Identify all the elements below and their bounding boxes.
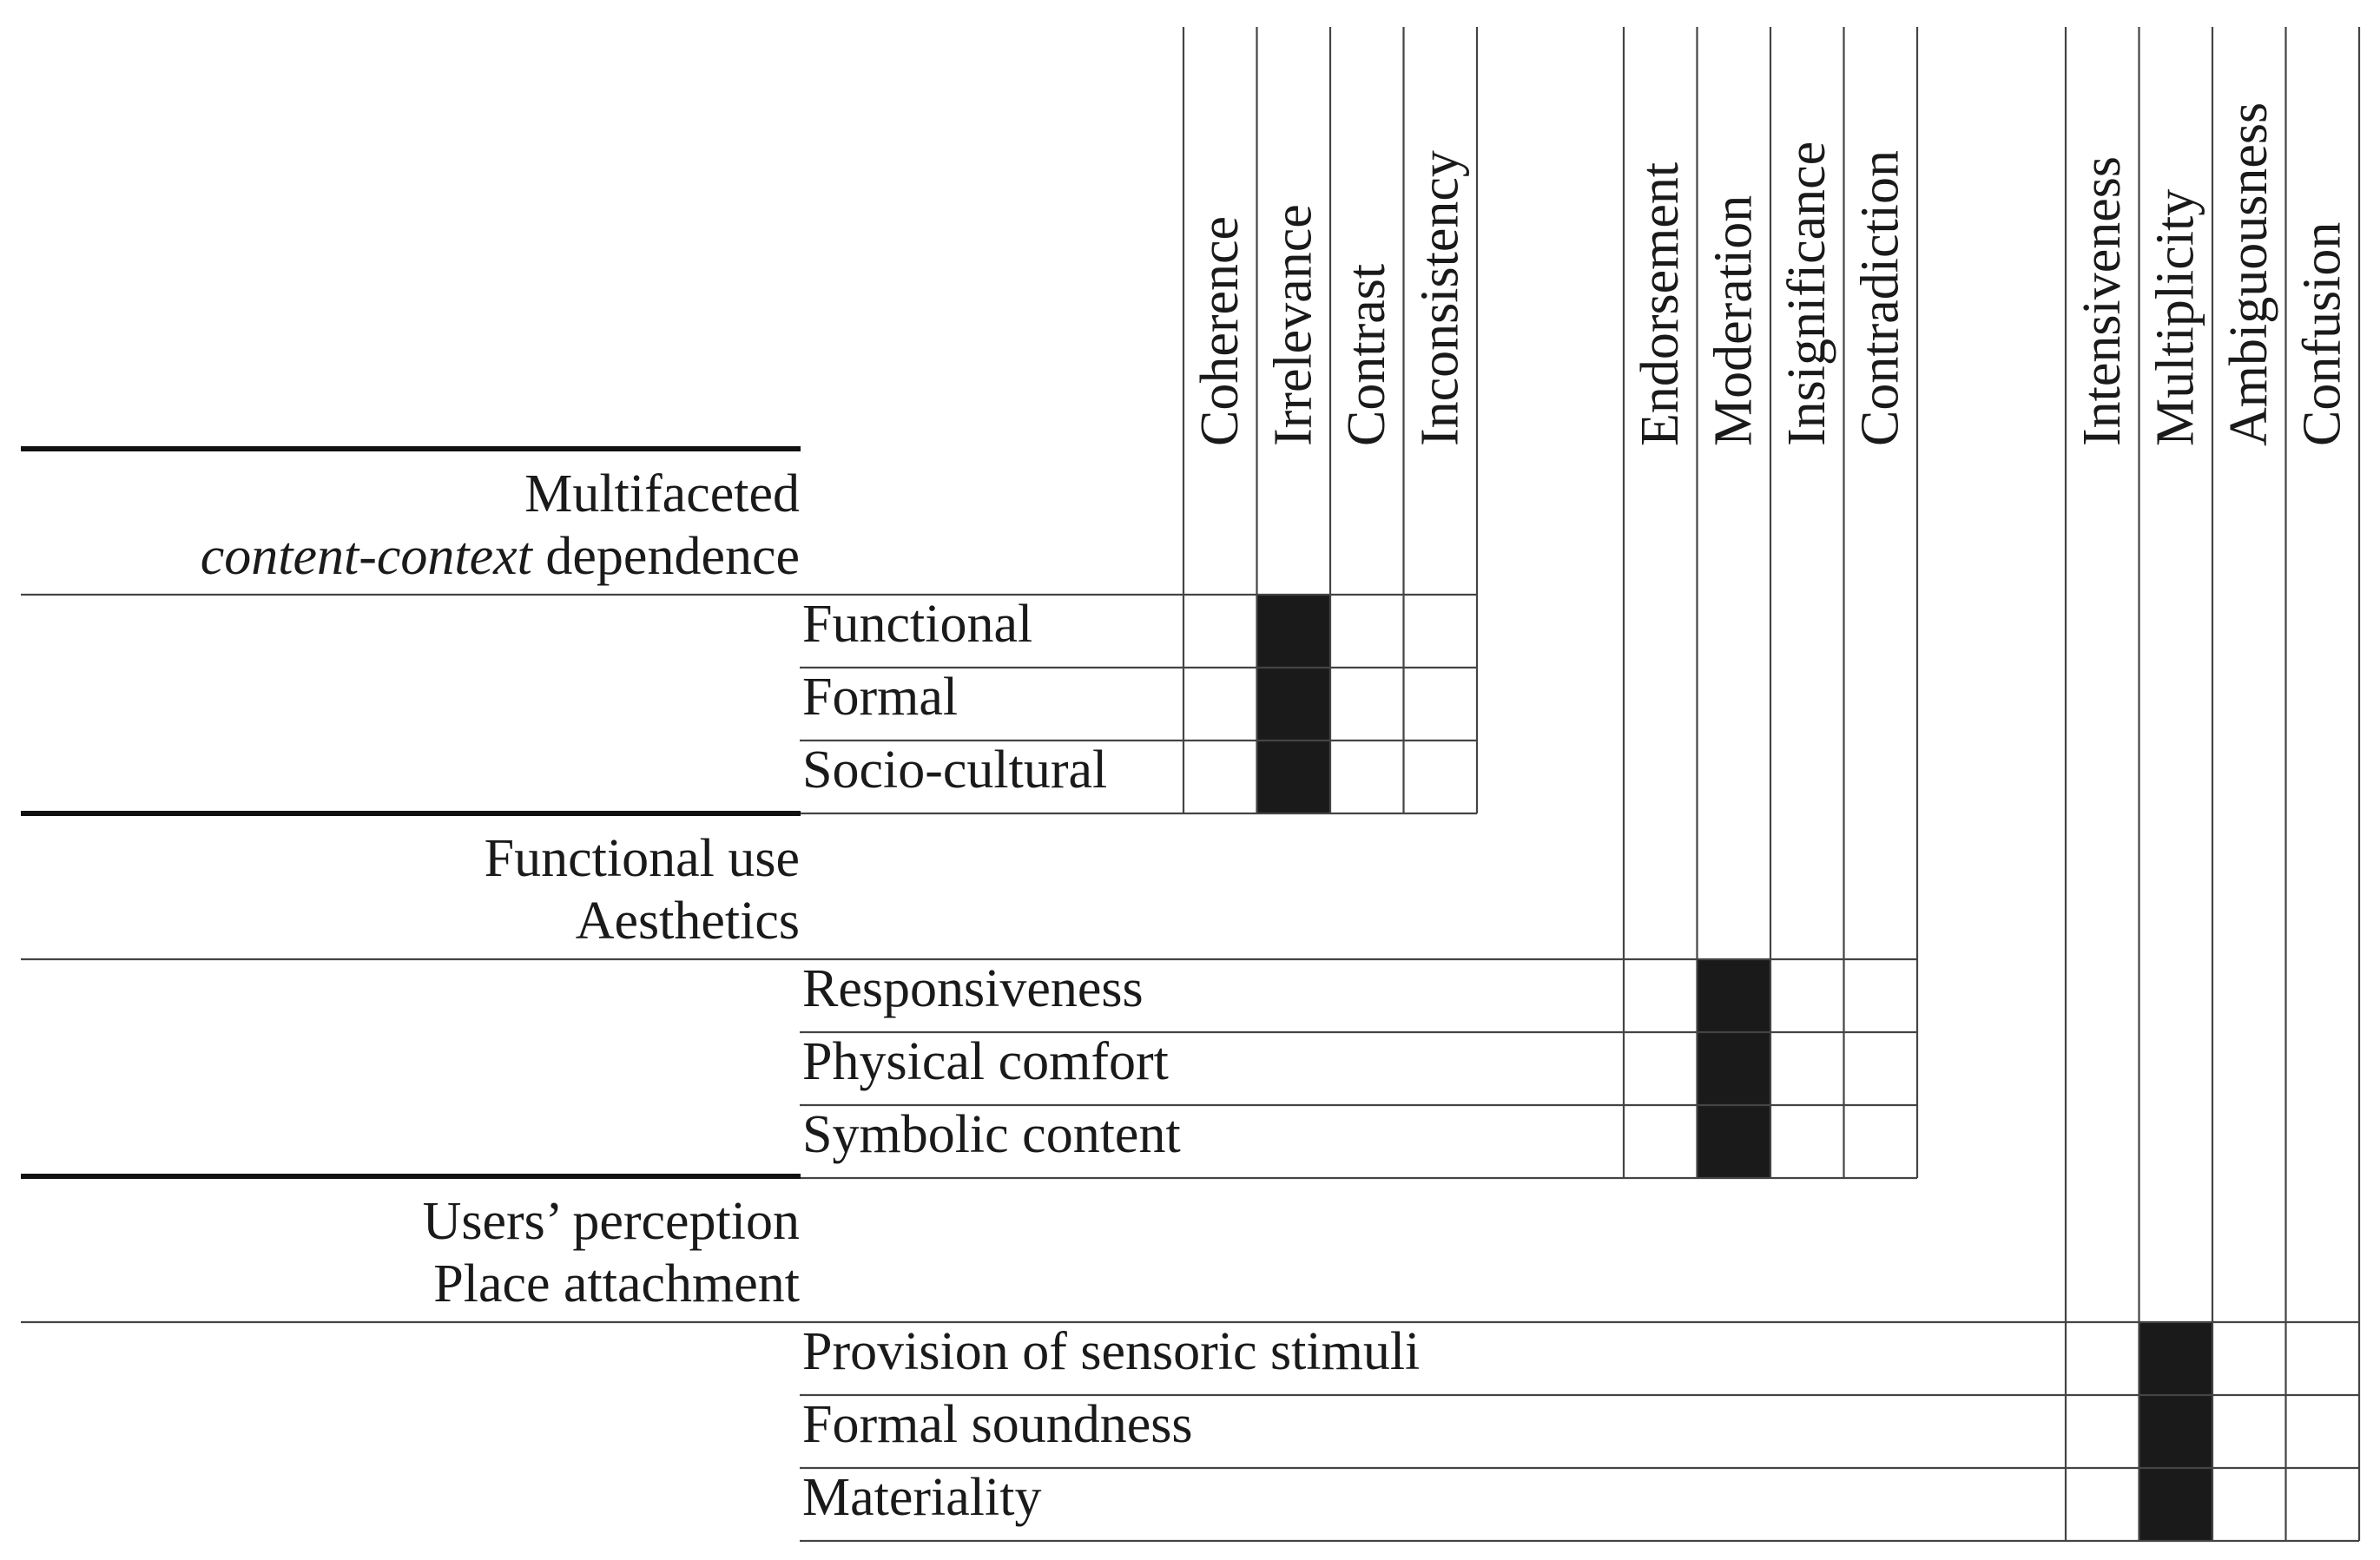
- section-title-line: content-context dependence: [201, 527, 800, 586]
- section-title-text: dependence: [532, 527, 800, 586]
- section-title-text: content-context: [201, 527, 534, 586]
- column-header: Inconsistency: [1411, 150, 1470, 446]
- section-title-text: Users’ perception: [423, 1192, 800, 1251]
- section-title-text: Aesthetics: [576, 892, 800, 951]
- column-header: Irrelevance: [1264, 204, 1323, 446]
- row-label: Physical comfort: [802, 1032, 1169, 1091]
- column-header: Moderation: [1704, 195, 1764, 446]
- section-title-text: Multifaceted: [524, 464, 800, 523]
- section-title-line: Place attachment: [433, 1254, 800, 1313]
- column-header: Confusion: [2293, 222, 2352, 446]
- column-header: Contrast: [1337, 264, 1396, 446]
- row-label: Formal: [802, 668, 958, 727]
- section-title-line: Functional use: [485, 829, 800, 888]
- section-title-line: Multifaceted: [524, 464, 800, 523]
- filled-cell-block: [1697, 959, 1770, 1178]
- column-header: Contradiction: [1851, 150, 1910, 446]
- section-title-line: Aesthetics: [576, 892, 800, 951]
- row-label: Symbolic content: [802, 1105, 1181, 1164]
- section-title-text: Place attachment: [433, 1254, 800, 1313]
- filled-cell-block: [2139, 1322, 2212, 1541]
- filled-cell-block: [1256, 595, 1330, 813]
- row-label: Socio-cultural: [802, 741, 1107, 800]
- row-label: Formal soundness: [802, 1395, 1193, 1454]
- column-header: Coherence: [1190, 216, 1249, 446]
- column-header: Endorsement: [1631, 162, 1690, 446]
- section-title-text: Functional use: [485, 829, 800, 888]
- column-header: Insignificance: [1777, 142, 1836, 446]
- row-label: Materiality: [802, 1468, 1041, 1527]
- column-header: Intensiveness: [2073, 156, 2132, 446]
- column-header: Multiplicity: [2146, 189, 2205, 446]
- row-label: Provision of sensoric stimuli: [802, 1322, 1420, 1381]
- column-header: Ambiguousness: [2219, 102, 2278, 446]
- section-title-line: Users’ perception: [423, 1192, 800, 1251]
- row-label: Responsiveness: [802, 959, 1144, 1018]
- row-label: Functional: [802, 595, 1032, 654]
